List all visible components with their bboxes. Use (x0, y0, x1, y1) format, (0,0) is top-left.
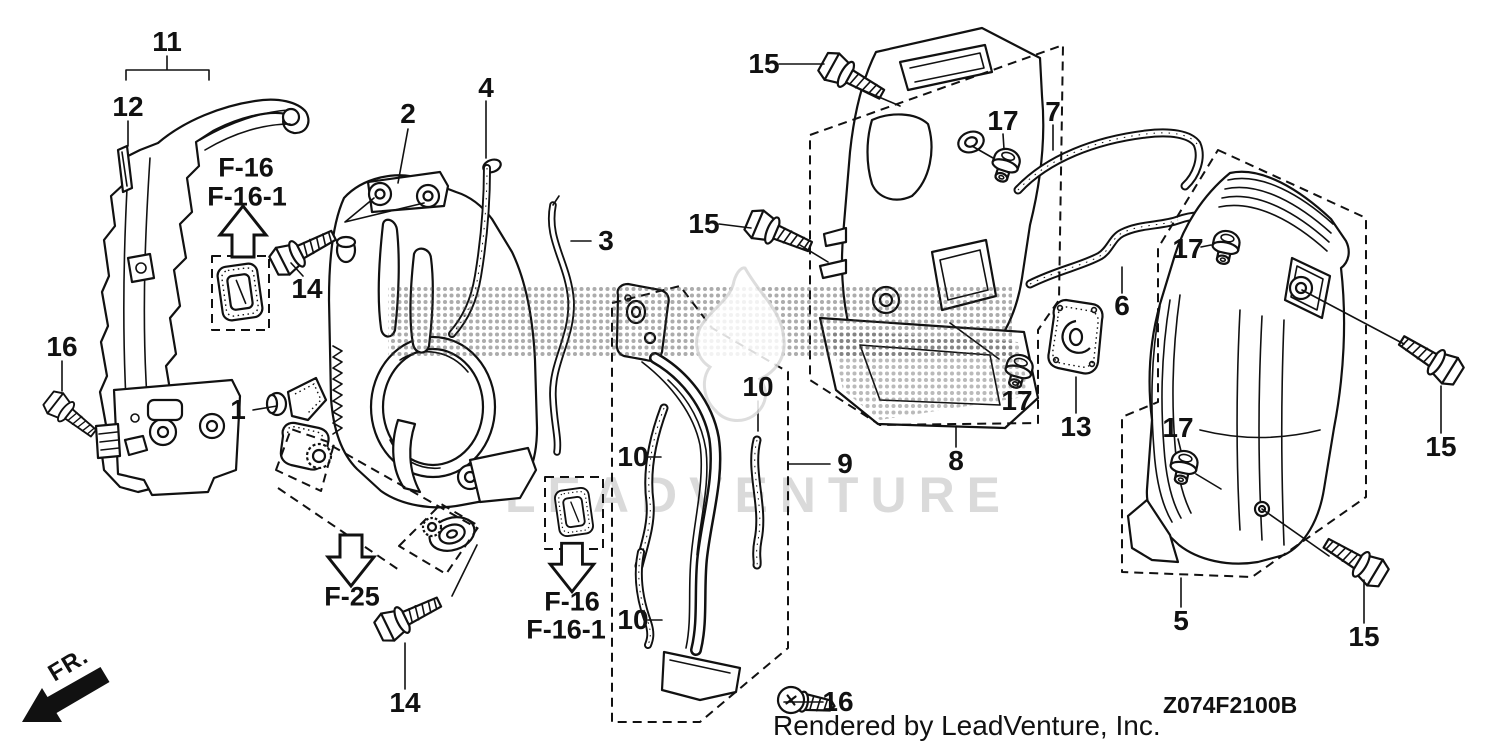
callout-9[interactable]: 9 (837, 448, 853, 479)
callout-8[interactable]: 8 (948, 445, 964, 476)
callout-17-c[interactable]: 17 (1172, 233, 1204, 264)
f16-down-arrow-icon (548, 541, 596, 594)
callout-10-a[interactable]: 10 (742, 371, 774, 402)
callout-4[interactable]: 4 (478, 72, 494, 103)
callout-17-b[interactable]: 17 (1001, 385, 1033, 416)
part-7-drawing (1013, 128, 1204, 195)
bolt-14-lower-drawing (371, 587, 447, 647)
bolt-15-right-drawing (1392, 326, 1468, 390)
ref-f16-bottom[interactable]: F-16 (544, 586, 600, 617)
callout-3[interactable]: 3 (598, 225, 614, 256)
callout-16-b[interactable]: 16 (822, 686, 854, 717)
f16-box-top (211, 255, 270, 331)
dashed-boxes (211, 44, 1367, 723)
group-8-box (809, 44, 1064, 426)
callout-13[interactable]: 13 (1060, 411, 1092, 442)
part-1-drawing (265, 376, 328, 422)
bolt-16-left-drawing (39, 387, 103, 445)
callout-5[interactable]: 5 (1173, 605, 1189, 636)
callout-6[interactable]: 6 (1114, 290, 1130, 321)
callout-17-d[interactable]: 17 (1162, 412, 1194, 443)
ref-f16-1-bottom[interactable]: F-16-1 (526, 614, 606, 645)
callout-15-b[interactable]: 15 (688, 208, 720, 239)
callout-7[interactable]: 7 (1045, 96, 1061, 127)
callout-11[interactable]: 11 (152, 26, 182, 57)
callout-12[interactable]: 12 (112, 91, 144, 122)
part-bearing-drawing (421, 510, 480, 558)
footer-credit: Rendered by LeadVenture, Inc. (773, 710, 1161, 741)
callout-14-a[interactable]: 14 (291, 273, 323, 304)
part-clutch-gear-drawing (279, 421, 333, 471)
part-11-drawing (94, 98, 310, 497)
part-12-drawing (116, 144, 134, 194)
f25-down-arrow-icon (326, 533, 376, 588)
callout-15-c[interactable]: 15 (1425, 431, 1457, 462)
callout-14-b[interactable]: 14 (389, 687, 421, 718)
bolt-15-mid-drawing (741, 205, 817, 262)
ref-f16-1-top[interactable]: F-16-1 (207, 181, 287, 212)
group-5-box (1121, 149, 1367, 578)
part-seal-bottom-drawing (553, 485, 595, 539)
ref-f16-top[interactable]: F-16 (218, 152, 274, 183)
f25-box-upper (275, 428, 335, 492)
callout-16-a[interactable]: 16 (46, 331, 78, 362)
part-seal-top-drawing (215, 261, 265, 323)
callout-1[interactable]: 1 (230, 394, 246, 425)
diagram-code: Z074F2100B (1163, 692, 1298, 718)
part-5-drawing (1126, 170, 1350, 565)
callout-17-a[interactable]: 17 (987, 105, 1019, 136)
part-13-drawing (1047, 298, 1104, 375)
bolt-15-bottom-drawing (1317, 529, 1393, 592)
ref-f25[interactable]: F-25 (324, 581, 380, 612)
callout-2[interactable]: 2 (400, 98, 416, 129)
callout-10-b[interactable]: 10 (617, 441, 649, 472)
f16-up-arrow-icon (218, 204, 268, 259)
fr-direction-arrow-icon (22, 667, 110, 722)
parts-layer (39, 26, 1468, 721)
callout-10-c[interactable]: 10 (617, 604, 649, 635)
callout-15-d[interactable]: 15 (1348, 621, 1380, 652)
flame-watermark-icon (695, 266, 786, 423)
callout-15-a[interactable]: 15 (748, 48, 780, 79)
